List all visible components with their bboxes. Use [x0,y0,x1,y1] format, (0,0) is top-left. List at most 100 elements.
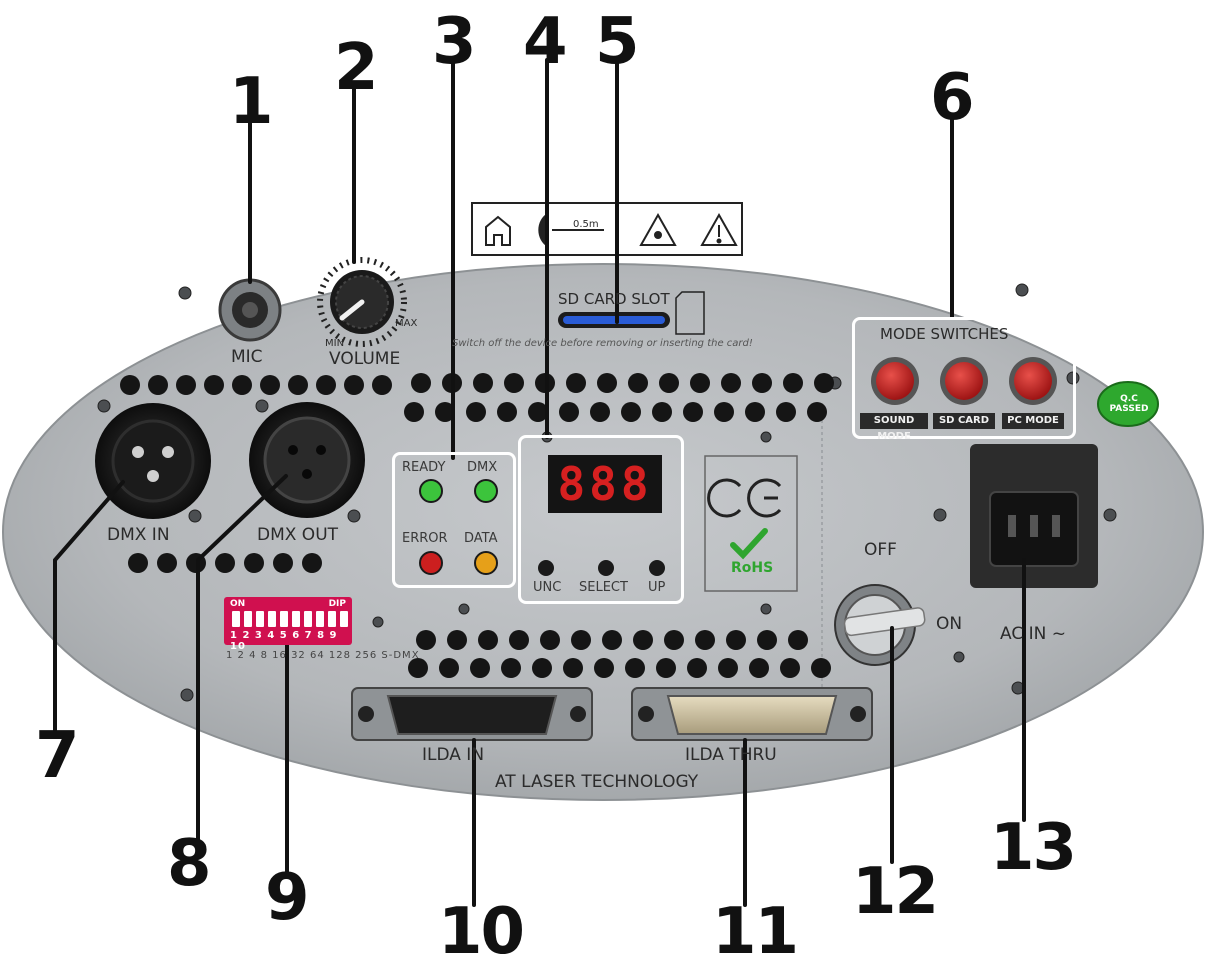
vent-hole [344,375,364,395]
mode-switches-title: MODE SWITCHES [880,325,1009,343]
dip-switch-2[interactable] [244,611,252,627]
vent-hole [372,375,392,395]
brand-label: AT LASER TECHNOLOGY [495,772,699,792]
vent-hole [157,553,177,573]
dip-switch-6[interactable] [292,611,300,627]
vent-hole [120,375,140,395]
vent-hole [411,373,431,393]
vent-hole [745,402,765,422]
distance-marker: 0.5m [573,219,599,230]
vent-hole [244,553,264,573]
vent-hole [718,658,738,678]
callout-11: 11 [712,895,799,969]
vent-hole [215,553,235,573]
qc-badge [1097,381,1159,427]
sd-card-slot [558,291,705,335]
dip-numbers: 1 2 3 4 5 6 7 8 9 10 [230,630,338,652]
vent-hole [466,402,486,422]
ventilation-holes [120,373,834,678]
vent-hole [408,658,428,678]
vent-hole [757,630,777,650]
vent-hole [509,630,529,650]
ac-in-label: AC IN ~ [1000,624,1066,644]
ilda-in-label: ILDA IN [422,745,485,765]
dip-switch-5[interactable] [280,611,288,627]
vent-hole [128,553,148,573]
vent-hole [659,373,679,393]
dip-switch-1[interactable] [232,611,240,627]
vent-hole [811,658,831,678]
key-on-label: ON [936,614,963,634]
vent-hole [504,373,524,393]
vent-hole [478,630,498,650]
vent-hole [628,373,648,393]
vent-hole [176,375,196,395]
vent-hole [404,402,424,422]
vent-hole [232,375,252,395]
dip-switch-block[interactable]: ON DIP 1 2 3 4 5 6 7 8 9 10 [224,597,352,652]
dmx-in-label: DMX IN [107,525,170,545]
vent-hole [752,373,772,393]
callout-1: 1 [229,65,274,139]
display-buttons [538,560,665,576]
vent-hole [807,402,827,422]
led-panel-highlight [392,452,516,588]
display-button-select-label: SELECT [579,580,628,595]
dip-switch-4[interactable] [268,611,276,627]
vent-hole [439,658,459,678]
dip-dip-label: DIP [328,599,346,609]
ilda-in-connector [351,687,593,741]
vent-hole [501,658,521,678]
mode-button-pcmode-label[interactable]: PC MODE [1002,413,1064,429]
certification-marks [704,455,798,592]
vent-hole [532,658,552,678]
callout-5: 5 [595,5,640,79]
dip-switch-10[interactable] [340,611,348,627]
leader-lines [53,58,1026,907]
ilda-thru-label: ILDA THRU [685,745,777,765]
vent-hole [683,402,703,422]
mic-jack [218,278,282,342]
dip-switch-8[interactable] [316,611,324,627]
callout-8: 8 [167,827,212,901]
vent-hole [316,375,336,395]
status-leds [419,479,498,575]
led-error-label: ERROR [402,531,448,546]
display-panel-highlight [518,435,684,604]
vent-hole [528,402,548,422]
mode-button-sdcard-label[interactable]: SD CARD [933,413,995,429]
vent-hole [656,658,676,678]
vent-hole [204,375,224,395]
mode-button-sound-label[interactable]: SOUND MODE [860,413,928,442]
dip-switch-9[interactable] [328,611,336,627]
dmx-in-connector [95,403,211,519]
ilda-thru-connector [631,687,873,741]
volume-label: VOLUME [329,349,401,369]
vent-hole [260,375,280,395]
vent-hole [687,658,707,678]
callout-12: 12 [852,855,939,929]
callout-9: 9 [265,861,310,935]
display-button-up-label: UP [648,580,666,595]
vent-hole [695,630,715,650]
vent-hole [749,658,769,678]
volume-min-label: MIN [325,338,345,349]
vent-hole [780,658,800,678]
vent-hole [416,630,436,650]
vent-hole [473,373,493,393]
vent-hole [590,402,610,422]
dip-switch-3[interactable] [256,611,264,627]
vent-hole [540,630,560,650]
ac-inlet [970,444,1098,588]
dip-switch-7[interactable] [304,611,312,627]
led-data-label: DATA [464,531,498,546]
callout-2: 2 [334,31,379,105]
vent-hole [288,375,308,395]
vent-hole [783,373,803,393]
dmx-out-label: DMX OUT [257,525,339,545]
vent-hole [571,630,591,650]
sd-card-slot-label: SD CARD SLOT [558,290,670,308]
vent-hole [690,373,710,393]
